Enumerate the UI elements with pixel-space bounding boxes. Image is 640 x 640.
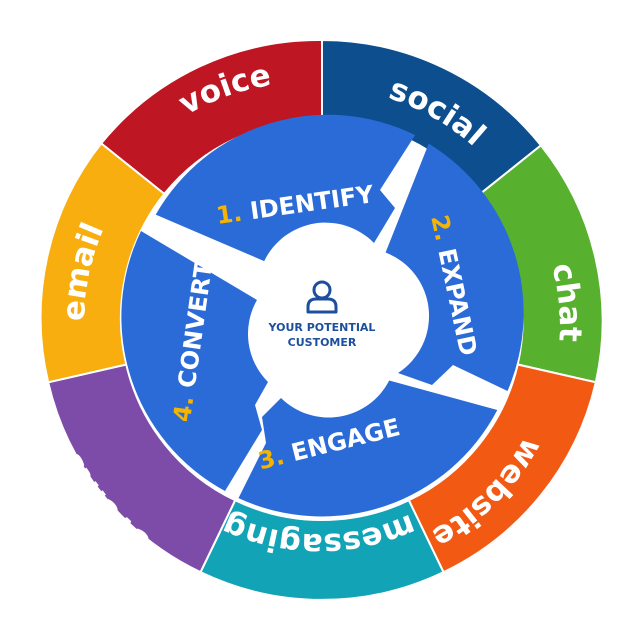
- center-text-line2: CUSTOMER: [288, 336, 357, 349]
- ring-segment-email[interactable]: [39, 141, 166, 384]
- step-segment-convert[interactable]: [121, 231, 268, 491]
- step-segment-engage[interactable]: [238, 380, 498, 517]
- channel-ring: [39, 38, 604, 601]
- steps-layer: [121, 114, 524, 517]
- center-text-line1: YOUR POTENTIAL: [268, 321, 376, 334]
- center-hub[interactable]: [262, 258, 382, 378]
- person-icon: [306, 280, 338, 314]
- step-segment-identify[interactable]: [155, 114, 416, 262]
- step-segment-expand[interactable]: [385, 143, 524, 391]
- step-number-expand: 2.: [425, 212, 458, 243]
- step-number-identify: 1.: [214, 199, 243, 230]
- step-number-convert: 4.: [168, 394, 199, 423]
